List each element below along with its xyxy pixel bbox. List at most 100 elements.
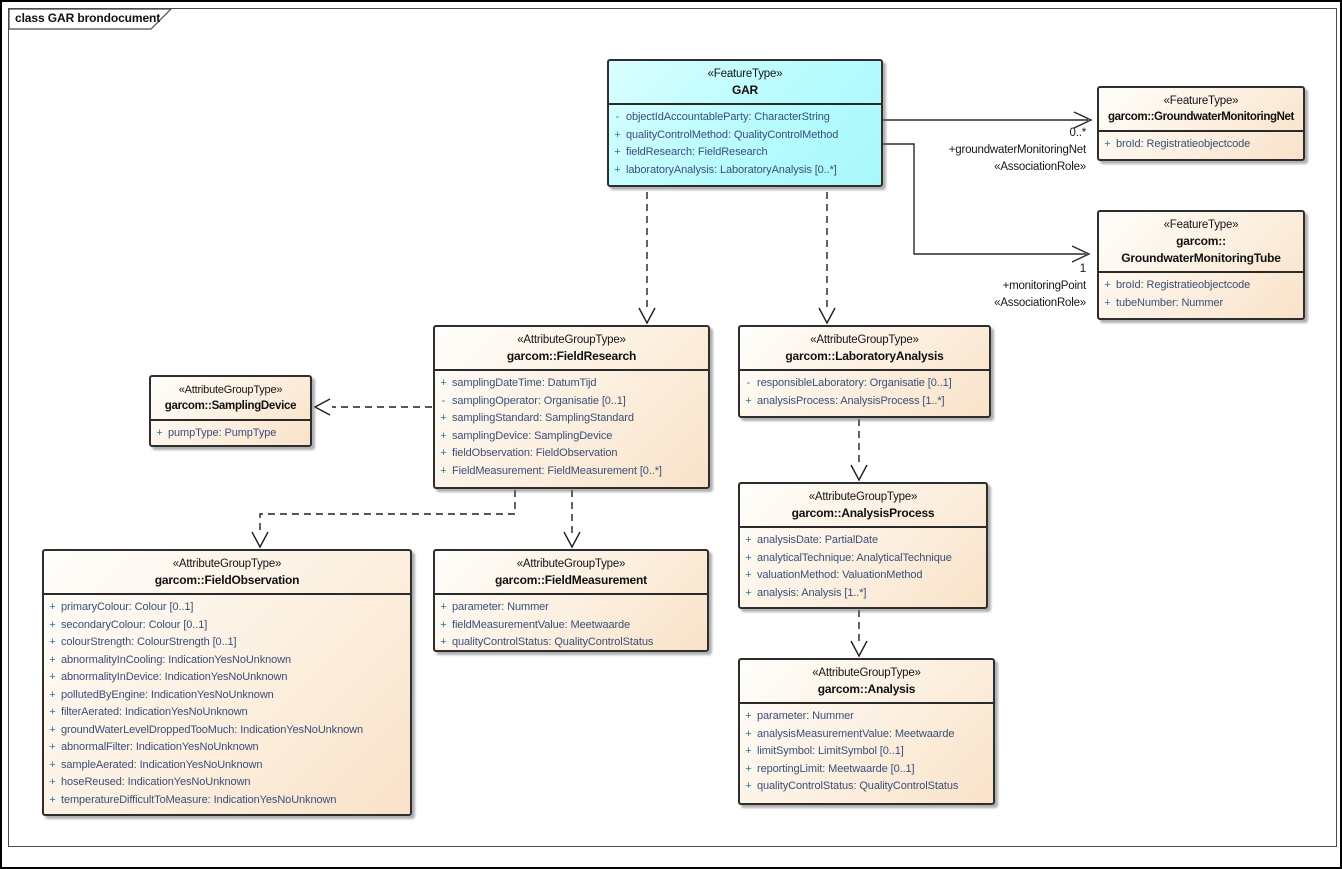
attribute-row[interactable]: + analysis: Analysis [1..*] bbox=[740, 585, 986, 603]
stereotype-label: «AttributeGroupType» bbox=[516, 558, 626, 570]
visibility-symbol: + bbox=[440, 429, 447, 442]
attribute-text: samplingOperator: Organisatie [0..1] bbox=[452, 394, 626, 407]
attribute-row[interactable]: + parameter: Nummer bbox=[435, 599, 707, 617]
class-box-groundwater-monitoring-tube[interactable]: «FeatureType» garcom:: GroundwaterMonito… bbox=[1097, 210, 1305, 320]
association-monitoring-point[interactable] bbox=[883, 143, 1091, 263]
attribute-row[interactable]: - responsibleLaboratory: Organisatie [0.… bbox=[740, 375, 989, 393]
attribute-row[interactable]: + fieldMeasurementValue: Meetwaarde bbox=[435, 617, 707, 635]
attribute-row[interactable]: + temperatureDifficultToMeasure: Indicat… bbox=[44, 792, 410, 810]
attribute-row[interactable]: + fieldResearch: FieldResearch bbox=[609, 144, 881, 162]
attribute-row[interactable]: + abnormalityInCooling: IndicationYesNoU… bbox=[44, 652, 410, 670]
attribute-row[interactable]: + hoseReused: IndicationYesNoUnknown bbox=[44, 774, 410, 792]
dependency-field-research-field-observation[interactable] bbox=[251, 490, 516, 549]
attribute-row[interactable]: + parameter: Nummer bbox=[740, 708, 993, 726]
visibility-symbol: + bbox=[49, 601, 56, 613]
attribute-row[interactable]: + samplingDateTime: DatumTijd bbox=[435, 375, 708, 393]
attribute-list: - objectIdAccountableParty: CharacterStr… bbox=[609, 103, 881, 182]
dependency-laboratory-analysis-analysis-process[interactable] bbox=[850, 419, 868, 482]
visibility-symbol: + bbox=[440, 464, 447, 477]
attribute-text: secondaryColour: Colour [0..1] bbox=[61, 618, 208, 631]
dependency-gar-laboratory-analysis[interactable] bbox=[818, 192, 836, 325]
class-name: garcom::FieldObservation bbox=[154, 573, 300, 587]
attribute-row[interactable]: + valuationMethod: ValuationMethod bbox=[740, 567, 986, 585]
attribute-text: samplingDateTime: DatumTijd bbox=[452, 377, 597, 389]
attribute-row[interactable]: - objectIdAccountableParty: CharacterStr… bbox=[609, 109, 881, 127]
attribute-text: colourStrength: ColourStrength [0..1] bbox=[61, 636, 237, 648]
attribute-row[interactable]: + qualityControlStatus: QualityControlSt… bbox=[740, 778, 993, 796]
attribute-row[interactable]: + abnormalFilter: IndicationYesNoUnknown bbox=[44, 739, 410, 757]
attribute-list: + broId: Registratieobjectcode bbox=[1099, 130, 1303, 157]
visibility-symbol: + bbox=[49, 688, 56, 701]
attribute-row[interactable]: + laboratoryAnalysis: LaboratoryAnalysis… bbox=[609, 162, 881, 180]
attribute-row[interactable]: + groundWaterLevelDroppedTooMuch: Indica… bbox=[44, 722, 410, 740]
visibility-symbol: + bbox=[745, 780, 752, 792]
visibility-symbol: + bbox=[1104, 296, 1111, 309]
attribute-row[interactable]: + colourStrength: ColourStrength [0..1] bbox=[44, 634, 410, 652]
attribute-text: fieldMeasurementValue: Meetwaarde bbox=[452, 618, 631, 631]
class-box-analysis[interactable]: «AttributeGroupType» garcom::Analysis + … bbox=[738, 658, 995, 805]
attribute-row[interactable]: - samplingOperator: Organisatie [0..1] bbox=[435, 393, 708, 411]
association-groundwater-monitoring-net[interactable] bbox=[883, 111, 1093, 129]
attribute-row[interactable]: + abnormalityInDevice: IndicationYesNoUn… bbox=[44, 669, 410, 687]
attribute-row[interactable]: + pumpType: PumpType bbox=[151, 425, 310, 443]
class-header: «AttributeGroupType» garcom::FieldObserv… bbox=[44, 551, 410, 593]
dependency-analysis-process-analysis[interactable] bbox=[850, 610, 868, 658]
class-box-field-measurement[interactable]: «AttributeGroupType» garcom::FieldMeasur… bbox=[433, 549, 709, 652]
attribute-text: fieldResearch: FieldResearch bbox=[626, 146, 768, 158]
attribute-row[interactable]: + samplingStandard: SamplingStandard bbox=[435, 410, 708, 428]
attribute-text: pollutedByEngine: IndicationYesNoUnknown bbox=[61, 688, 274, 701]
dependency-gar-field-research[interactable] bbox=[638, 192, 656, 325]
attribute-row[interactable]: + broId: Registratieobjectcode bbox=[1099, 277, 1303, 295]
attribute-row[interactable]: + secondaryColour: Colour [0..1] bbox=[44, 617, 410, 635]
attribute-text: sampleAerated: IndicationYesNoUnknown bbox=[61, 758, 263, 771]
dependency-field-research-field-measurement[interactable] bbox=[563, 490, 581, 549]
attribute-text: groundWaterLevelDroppedTooMuch: Indicati… bbox=[61, 723, 363, 736]
dependency-field-research-sampling-device[interactable] bbox=[313, 398, 432, 416]
class-box-groundwater-monitoring-net[interactable]: «FeatureType» garcom::GroundwaterMonitor… bbox=[1097, 86, 1305, 161]
class-box-field-research[interactable]: «AttributeGroupType» garcom::FieldResear… bbox=[433, 325, 710, 489]
attribute-row[interactable]: + qualityControlStatus: QualityControlSt… bbox=[435, 634, 707, 650]
attribute-row[interactable]: + samplingDevice: SamplingDevice bbox=[435, 428, 708, 446]
class-box-analysis-process[interactable]: «AttributeGroupType» garcom::AnalysisPro… bbox=[738, 482, 988, 609]
attribute-row[interactable]: + fieldObservation: FieldObservation bbox=[435, 445, 708, 463]
attribute-row[interactable]: + sampleAerated: IndicationYesNoUnknown bbox=[44, 757, 410, 775]
class-name: garcom::AnalysisProcess bbox=[791, 506, 935, 520]
attribute-row[interactable]: + tubeNumber: Nummer bbox=[1099, 295, 1303, 313]
visibility-symbol: + bbox=[440, 377, 447, 389]
attribute-row[interactable]: + analyticalTechnique: AnalyticalTechniq… bbox=[740, 550, 986, 568]
visibility-symbol: + bbox=[156, 427, 163, 439]
visibility-symbol: + bbox=[440, 412, 447, 424]
class-box-field-observation[interactable]: «AttributeGroupType» garcom::FieldObserv… bbox=[42, 549, 412, 816]
multiplicity-label: 0..* bbox=[1069, 127, 1087, 139]
attribute-row[interactable]: + limitSymbol: LimitSymbol [0..1] bbox=[740, 743, 993, 761]
class-box-laboratory-analysis[interactable]: «AttributeGroupType» garcom::LaboratoryA… bbox=[738, 325, 991, 418]
visibility-symbol: + bbox=[614, 128, 621, 141]
stereotype-label: «AttributeGroupType» bbox=[810, 334, 919, 346]
attribute-text: FieldMeasurement: FieldMeasurement [0..*… bbox=[452, 464, 662, 477]
attribute-row[interactable]: + primaryColour: Colour [0..1] bbox=[44, 599, 410, 617]
class-box-gar[interactable]: «FeatureType» GAR - objectIdAccountableP… bbox=[607, 59, 883, 187]
visibility-symbol: + bbox=[49, 653, 56, 666]
attribute-text: parameter: Nummer bbox=[757, 710, 854, 722]
attribute-row[interactable]: + pollutedByEngine: IndicationYesNoUnkno… bbox=[44, 687, 410, 705]
attribute-list: - responsibleLaboratory: Organisatie [0.… bbox=[740, 369, 989, 413]
attribute-row[interactable]: + analysisDate: PartialDate bbox=[740, 532, 986, 550]
attribute-text: analyticalTechnique: AnalyticalTechnique bbox=[757, 551, 952, 564]
attribute-row[interactable]: + FieldMeasurement: FieldMeasurement [0.… bbox=[435, 463, 708, 481]
attribute-text: samplingDevice: SamplingDevice bbox=[452, 429, 613, 442]
visibility-symbol: - bbox=[615, 111, 620, 123]
attribute-row[interactable]: + qualityControlMethod: QualityControlMe… bbox=[609, 127, 881, 145]
visibility-symbol: - bbox=[746, 377, 751, 389]
association-stereotype-label: «AssociationRole» bbox=[994, 161, 1086, 173]
visibility-symbol: + bbox=[745, 534, 752, 546]
attribute-row[interactable]: + analysisProcess: AnalysisProcess [1..*… bbox=[740, 393, 989, 411]
attribute-row[interactable]: + analysisMeasurementValue: Meetwaarde bbox=[740, 726, 993, 744]
class-box-sampling-device[interactable]: «AttributeGroupType» garcom::SamplingDev… bbox=[149, 375, 312, 447]
attribute-row[interactable]: + filterAerated: IndicationYesNoUnknown bbox=[44, 704, 410, 722]
attribute-row[interactable]: + reportingLimit: Meetwaarde [0..1] bbox=[740, 761, 993, 779]
attribute-row[interactable]: + broId: Registratieobjectcode bbox=[1099, 136, 1303, 154]
class-name: garcom::Analysis bbox=[817, 682, 916, 696]
attribute-text: analysisMeasurementValue: Meetwaarde bbox=[757, 727, 955, 740]
